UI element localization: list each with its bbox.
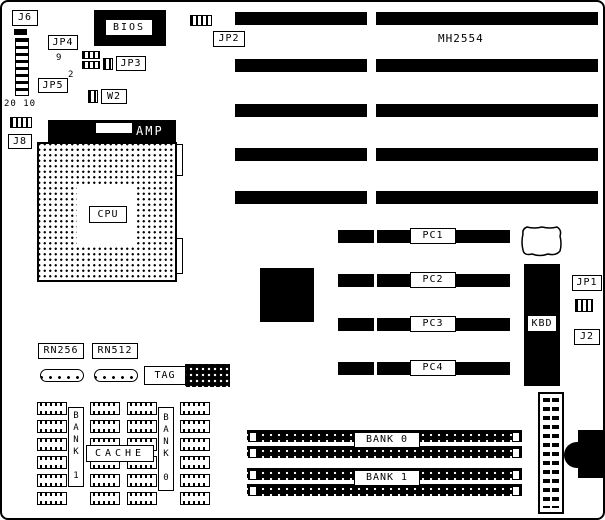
cache-chip <box>90 492 120 505</box>
cache-chip <box>180 438 210 451</box>
cache-chip <box>90 402 120 415</box>
w2-jumper-block <box>88 90 98 103</box>
amp-label: AMP <box>136 124 164 138</box>
rn256-label: RN256 <box>38 343 84 359</box>
jp5-label: JP5 <box>38 78 68 93</box>
jp4-pin2-label: 2 <box>68 70 74 80</box>
cache-bank1-label: BANK 1 <box>68 407 84 487</box>
cache-chip <box>37 492 67 505</box>
jp3-label: JP3 <box>116 56 146 71</box>
isa-slot-bar <box>235 148 367 161</box>
cache-chip <box>37 474 67 487</box>
simm-bank0-label: BANK 0 <box>354 432 420 448</box>
w2-label: W2 <box>101 89 127 104</box>
cpu-label: CPU <box>89 206 127 223</box>
pci-slot-divider <box>374 362 377 375</box>
cache-chip <box>180 492 210 505</box>
pci-slot-divider <box>374 274 377 287</box>
cache-chip <box>127 402 157 415</box>
j8-label: J8 <box>8 134 32 149</box>
j6-label: J6 <box>12 10 38 26</box>
cache-chip <box>127 420 157 433</box>
jp2-jumper-block <box>190 15 212 26</box>
cache-chip <box>37 456 67 469</box>
din-connector-body <box>578 430 603 478</box>
chipset <box>260 268 314 322</box>
isa-slot-bar <box>235 191 367 204</box>
cache-chip <box>90 474 120 487</box>
rn512-label: RN512 <box>92 343 138 359</box>
cache-bank0-label: BANK 0 <box>158 407 174 491</box>
cache-chip <box>37 402 67 415</box>
jp4-jumper-block-a <box>82 51 100 59</box>
cache-chip <box>90 420 120 433</box>
isa-slot-bar <box>376 191 598 204</box>
cache-chip <box>127 492 157 505</box>
cache-chip <box>180 456 210 469</box>
simm-bank1-label: BANK 1 <box>354 470 420 486</box>
din-connector-bump <box>564 442 580 468</box>
isa-slot-bar <box>376 59 598 72</box>
simm-slot-bar <box>247 484 522 496</box>
j6-pin-numbers: 20 10 <box>4 99 37 109</box>
cpu-socket-lever-top <box>176 144 183 176</box>
rn256-resistor-pack <box>40 369 84 382</box>
cache-chip <box>180 402 210 415</box>
pci-slot-label: PC1 <box>410 228 456 244</box>
cache-chip <box>37 438 67 451</box>
tag-socket <box>185 364 230 387</box>
jp1-jumper-block <box>575 299 593 312</box>
tag-label: TAG <box>144 366 186 385</box>
j6-connector-icon <box>14 29 27 35</box>
isa-slot-bar <box>235 104 367 117</box>
jp1-label: JP1 <box>572 275 602 291</box>
jp3-jumper-block <box>103 58 113 70</box>
jp4-jumper-block-b <box>82 61 100 69</box>
cache-label: CACHE <box>86 445 154 462</box>
cpu-socket-lever-bottom <box>176 238 183 274</box>
pci-slot-label: PC4 <box>410 360 456 376</box>
cache-chip <box>180 474 210 487</box>
cache-chip <box>127 474 157 487</box>
jp2-label: JP2 <box>213 31 245 47</box>
isa-slot-bar <box>376 148 598 161</box>
pci-slot-label: PC3 <box>410 316 456 332</box>
j8-connector-icon <box>10 117 32 128</box>
isa-slot-bar <box>235 12 367 25</box>
rn512-resistor-pack <box>94 369 138 382</box>
power-connector <box>538 392 564 514</box>
jp4-label: JP4 <box>48 35 78 50</box>
amp-notch <box>96 123 132 133</box>
isa-slot-bar <box>376 104 598 117</box>
j2-label: J2 <box>574 329 600 345</box>
isa-slot-bar <box>376 12 598 25</box>
j6-pin-header <box>15 38 29 96</box>
battery-icon <box>520 224 564 262</box>
simm-slot-bar <box>247 446 522 458</box>
jp4-pin9-label: 9 <box>56 53 62 63</box>
pci-slot-label: PC2 <box>410 272 456 288</box>
cache-chip <box>180 420 210 433</box>
board-model: MH2554 <box>438 32 484 45</box>
bios-label: BIOS <box>105 19 153 36</box>
pci-slot-divider <box>374 318 377 331</box>
kbd-label: KBD <box>527 315 557 332</box>
cache-chip <box>37 420 67 433</box>
pci-slot-divider <box>374 230 377 243</box>
isa-slot-bar <box>235 59 367 72</box>
